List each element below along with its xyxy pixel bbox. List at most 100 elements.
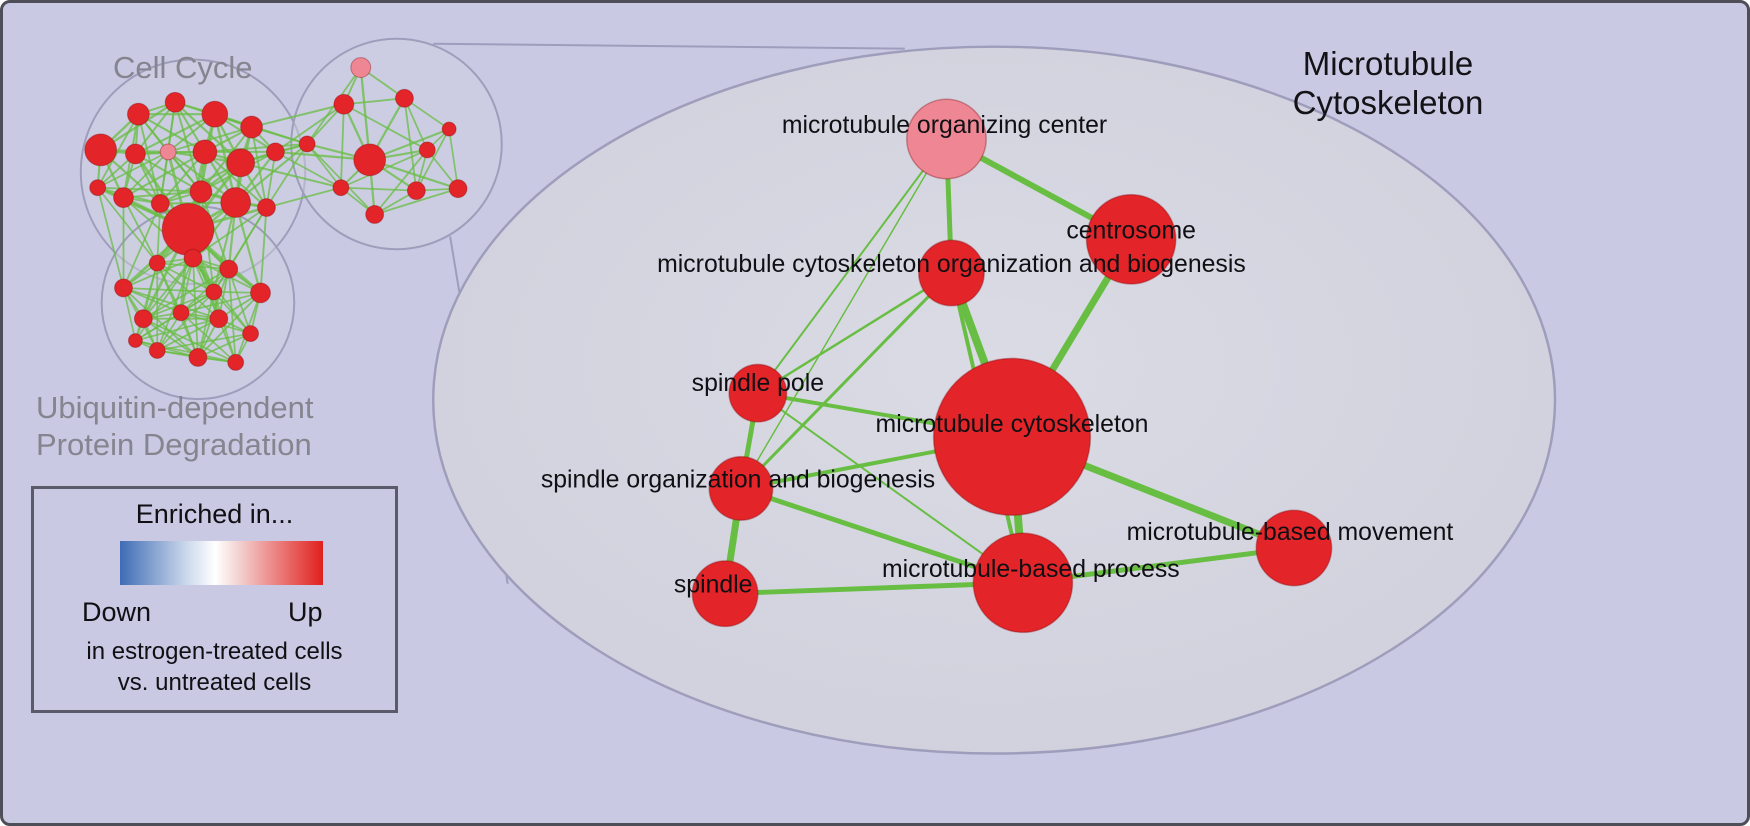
overview-node[interactable] [209, 309, 229, 329]
node-spindle[interactable] [691, 560, 759, 628]
legend-title: Enriched in... [135, 499, 294, 529]
overview-node[interactable] [192, 139, 218, 165]
overview-edge [373, 149, 428, 216]
node-label-spindle: spindle [674, 572, 753, 599]
overview-edge [134, 262, 159, 341]
overview-node[interactable] [406, 181, 426, 201]
ubiquitin-label-line2: Protein Degradation [36, 427, 312, 463]
overview-edge [156, 203, 162, 264]
node-mbp[interactable] [972, 532, 1074, 634]
node-centrosome[interactable] [1085, 193, 1177, 285]
overview-node[interactable] [205, 283, 223, 301]
node-label-centrosome: centrosome [1066, 217, 1196, 244]
node-sob[interactable] [708, 455, 774, 521]
overview-node[interactable] [250, 282, 271, 304]
overview-edge [234, 202, 262, 294]
overview-node[interactable] [124, 143, 146, 165]
overview-node[interactable] [159, 143, 177, 161]
overview-node[interactable] [333, 93, 355, 115]
overview-node[interactable] [350, 57, 372, 78]
overview-edge [197, 291, 215, 358]
overview-edge [180, 292, 261, 314]
overview-edge [134, 101, 176, 155]
overview-edge [415, 128, 450, 192]
overview-edge [192, 206, 267, 259]
overview-node[interactable] [84, 133, 118, 167]
overview-node[interactable] [227, 353, 245, 371]
overview-edge [122, 151, 169, 199]
overview-node[interactable] [114, 278, 133, 298]
node-mbm[interactable] [1255, 509, 1333, 587]
overview-node[interactable] [164, 91, 186, 113]
overview-edge [123, 257, 194, 289]
overview-node[interactable] [220, 187, 252, 218]
node-mc[interactable] [932, 357, 1092, 516]
overview-edge [156, 317, 220, 352]
overview-edge [142, 268, 230, 320]
overview-node[interactable] [448, 179, 468, 199]
overview-edge [259, 207, 268, 293]
overview-edge [403, 97, 450, 130]
zoom-cone-line [433, 42, 905, 50]
overview-node[interactable] [201, 100, 229, 128]
node-label-mbp: microtubule-based process [882, 556, 1180, 583]
overview-edge [137, 113, 162, 204]
microtubule-cytoskeleton-title: Microtubule Cytoskeleton [1271, 45, 1505, 123]
overview-edge [192, 258, 199, 358]
overview-node[interactable] [418, 141, 436, 159]
overview-edge [180, 268, 230, 314]
overview-edge [96, 113, 140, 189]
overview-edge [265, 151, 277, 208]
overview-node[interactable] [365, 205, 385, 224]
legend-color-gradient [120, 541, 323, 585]
cluster-circle-microtubule [290, 37, 503, 251]
node-label-mc: microtubule cytoskeleton [876, 411, 1149, 438]
overview-node[interactable] [332, 179, 350, 197]
ubiquitin-cluster-label: Ubiquitin-dependent Protein Degradation [36, 389, 314, 463]
node-mco[interactable] [917, 239, 985, 307]
overview-node[interactable] [298, 135, 316, 153]
overview-edge [142, 257, 194, 320]
node-moc[interactable] [906, 98, 987, 180]
overview-node[interactable] [89, 179, 107, 197]
overview-edge [340, 186, 417, 192]
overview-node[interactable] [395, 88, 414, 108]
detail-edge-spindle_pole-mbp [757, 392, 1024, 584]
detail-edge-mco-spindle_pole [757, 271, 953, 395]
overview-node[interactable] [188, 347, 208, 367]
overview-edge [97, 187, 158, 264]
cell-cycle-cluster-label: Cell Cycle [113, 49, 253, 86]
overview-node[interactable] [226, 148, 256, 178]
overview-node[interactable] [441, 121, 457, 137]
overview-edge [306, 143, 376, 216]
detail-edge-moc-sob [740, 138, 948, 489]
overview-node[interactable] [127, 333, 143, 348]
overview-edge [156, 262, 220, 320]
overview-edge [340, 149, 428, 189]
node-label-moc: microtubule organizing center [782, 112, 1107, 139]
overview-node[interactable] [353, 143, 387, 177]
overview-node[interactable] [150, 194, 170, 213]
overview-node[interactable] [113, 187, 134, 208]
legend-box: Enriched in... Down Up in estrogen-treat… [31, 486, 398, 713]
overview-node[interactable] [265, 142, 285, 162]
overview-node[interactable] [219, 259, 239, 279]
overview-edge [227, 268, 237, 363]
overview-node[interactable] [161, 203, 215, 256]
node-spindle_pole[interactable] [728, 363, 788, 423]
overview-node[interactable] [242, 325, 260, 343]
overview-node[interactable] [189, 180, 213, 204]
overview-node[interactable] [148, 254, 166, 272]
overview-node[interactable] [133, 309, 153, 329]
overview-edge [197, 332, 251, 359]
overview-node[interactable] [148, 342, 166, 359]
overview-node[interactable] [257, 198, 276, 217]
overview-edge [197, 292, 262, 359]
overview-node[interactable] [172, 304, 190, 322]
overview-edge [448, 128, 459, 189]
overview-node[interactable] [126, 102, 150, 126]
overview-edge [134, 113, 216, 155]
overview-node[interactable] [240, 115, 263, 139]
overview-node[interactable] [183, 248, 203, 268]
